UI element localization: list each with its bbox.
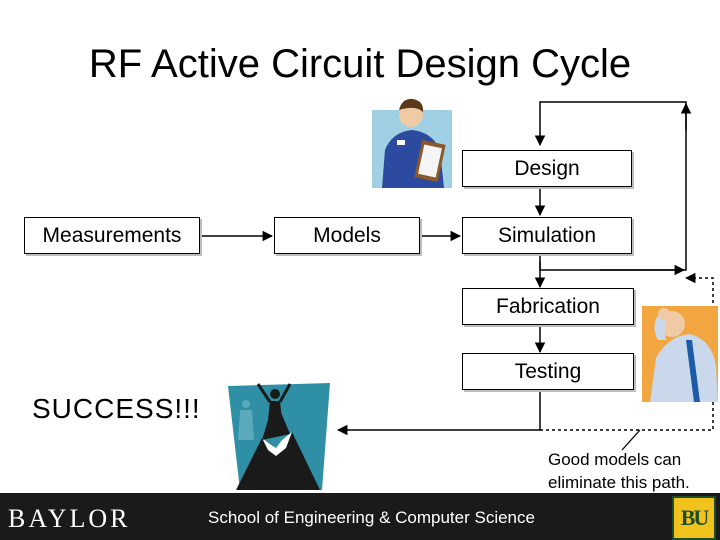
design-label: Design [514,156,580,180]
note-pointer-line [621,429,641,451]
baylor-wordmark: BAYLOR [8,504,131,533]
measurements-box: Measurements [24,217,200,254]
note-line-1: Good models can [548,450,682,469]
note-text: Good models can eliminate this path. [548,448,690,494]
note-line-2: eliminate this path. [548,473,690,492]
success-label: SUCCESS!!! [32,393,201,424]
fabrication-box: Fabrication [462,288,634,325]
testing-label: Testing [514,359,582,383]
fabrication-label: Fabrication [496,294,600,318]
models-label: Models [313,223,381,247]
school-name: School of Engineering & Computer Science [208,508,535,527]
testing-box: Testing [462,353,634,390]
slide-title: RF Active Circuit Design Cycle [88,42,632,86]
baylor-bu-logo-icon: BU [672,496,716,540]
testing-to-success-path [336,390,541,436]
simulation-label: Simulation [497,223,597,247]
simulation-feedback-loop [534,101,687,271]
badge-letters: BU [680,505,710,530]
footer-bar [0,493,720,540]
models-box: Models [274,217,420,254]
simulation-box: Simulation [462,217,632,254]
design-box: Design [462,150,632,187]
measurements-label: Measurements [42,223,182,247]
